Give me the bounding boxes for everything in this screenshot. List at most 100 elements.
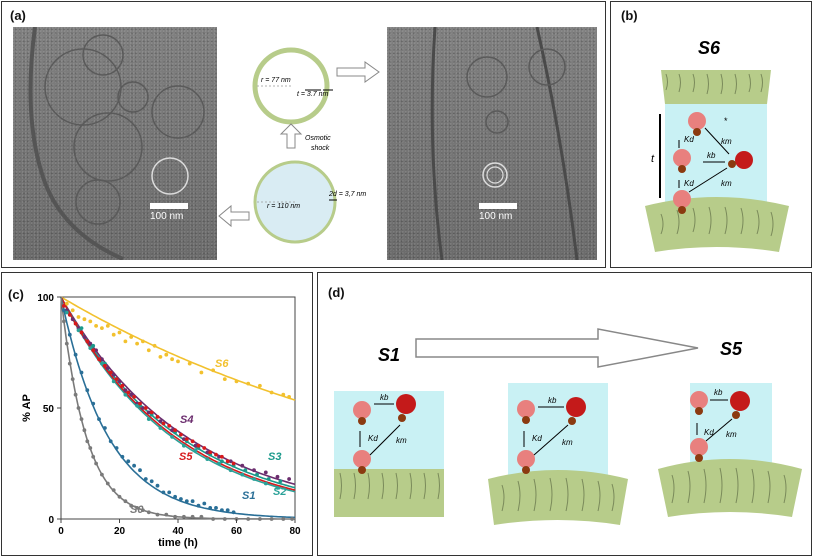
d-km-label-2: km [562,438,573,447]
data-point-s1 [231,510,236,515]
data-point-s0 [117,494,122,499]
data-point-s5 [173,428,178,433]
series-label-s1: S1 [242,490,255,502]
series-label-s2: S2 [273,486,286,498]
data-point-s6 [146,348,151,353]
data-point-s3 [79,326,84,330]
data-point-s0 [164,512,169,517]
cryo-em-image-left: 100 nm [13,27,217,260]
data-point-s1 [103,426,107,430]
data-point-s6 [164,352,169,357]
data-point-s1 [190,499,195,504]
data-point-s0 [73,392,78,397]
data-point-s6 [88,319,93,324]
data-point-s1 [138,468,142,473]
scale-bar-left [150,203,188,209]
x-tick-label: 80 [289,526,301,537]
data-point-s5 [62,304,66,308]
y-tick-label: 0 [48,515,54,526]
arrow-left-icon [218,204,250,228]
sample-label-s6: S6 [698,38,721,58]
data-point-s2 [182,443,186,448]
panel-d: (d) S1 S5 kb Kd km kb Kd km [317,272,812,556]
data-point-s0 [258,517,262,521]
pore-diagram-s6: S6 t Kd kb km Kd km * [645,38,789,252]
data-point-s0 [222,517,227,521]
data-point-s5 [220,454,224,459]
data-point-s2 [100,361,104,366]
data-point-s6 [94,324,98,328]
arrow-right-icon [336,61,380,83]
data-point-s6 [135,341,140,346]
data-point-s0 [85,439,90,444]
data-point-s5 [126,390,131,395]
data-point-s2 [263,481,268,486]
data-point-s6 [222,377,227,381]
data-point-s6 [100,326,104,330]
data-point-s6 [152,343,157,348]
data-point-s5 [149,410,154,415]
data-point-s0 [211,517,216,521]
trend-arrow-icon [415,328,699,368]
data-point-s3 [243,468,248,473]
data-point-s2 [170,435,175,439]
data-point-s6 [64,301,69,306]
data-point-s5 [179,432,183,437]
data-point-s3 [91,343,96,348]
y-tick-label: 100 [37,293,54,304]
data-point-s2 [146,417,151,421]
fit-curve-s2 [60,296,296,493]
data-point-s5 [202,446,207,450]
data-point-s4 [111,372,116,377]
data-point-s6 [117,330,122,335]
data-point-s0 [82,428,87,433]
x-axis-label: time (h) [158,537,198,549]
data-point-s1 [161,490,166,495]
data-point-s1 [184,499,189,504]
data-point-s1 [143,477,148,481]
large-thickness-label: 2d = 3,7 nm [328,191,366,198]
panel-a: (a) 100 nm 100 nm [1,1,606,268]
fit-curve-s5 [60,296,296,491]
data-point-s1 [202,501,207,506]
kd-label-1: Kd [684,135,694,144]
series-label-s3: S3 [268,451,281,463]
data-point-s1 [126,459,131,464]
data-point-s0 [135,506,140,510]
data-point-s0 [67,361,72,366]
data-point-s4 [205,450,210,455]
y-axis-label: % AP [21,394,33,422]
data-point-s1 [167,490,172,495]
small-radius-label: r = 77 nm [261,77,291,84]
data-point-s5 [108,370,113,375]
d-km-label-1: km [396,436,407,445]
data-point-s5 [143,406,148,410]
data-point-s5 [167,423,172,428]
data-point-s4 [170,428,175,433]
data-point-s1 [208,506,213,510]
data-point-s3 [255,472,259,477]
data-point-s0 [155,512,160,517]
data-point-s1 [225,508,230,512]
osmotic-label: Osmotic [305,135,331,142]
fit-curve-s4 [60,296,296,486]
pore-diagrams-s1-s5: S1 S5 kb Kd km kb Kd km [334,328,802,525]
data-point-s0 [64,341,69,346]
data-point-s6 [105,324,110,328]
data-point-s1 [173,494,178,499]
data-point-s1 [132,463,137,468]
data-point-s4 [228,459,233,464]
data-point-s0 [281,517,286,521]
data-point-s2 [205,457,210,461]
panel-d-label: (d) [328,285,345,300]
data-point-s6 [269,390,274,395]
data-point-s0 [141,508,145,512]
data-point-s4 [70,317,75,322]
data-point-s0 [88,446,93,450]
data-point-s0 [94,461,98,466]
scale-bar-right [479,203,517,209]
x-tick-label: 0 [58,526,64,537]
data-point-s6 [211,368,216,373]
data-point-s6 [187,361,192,366]
